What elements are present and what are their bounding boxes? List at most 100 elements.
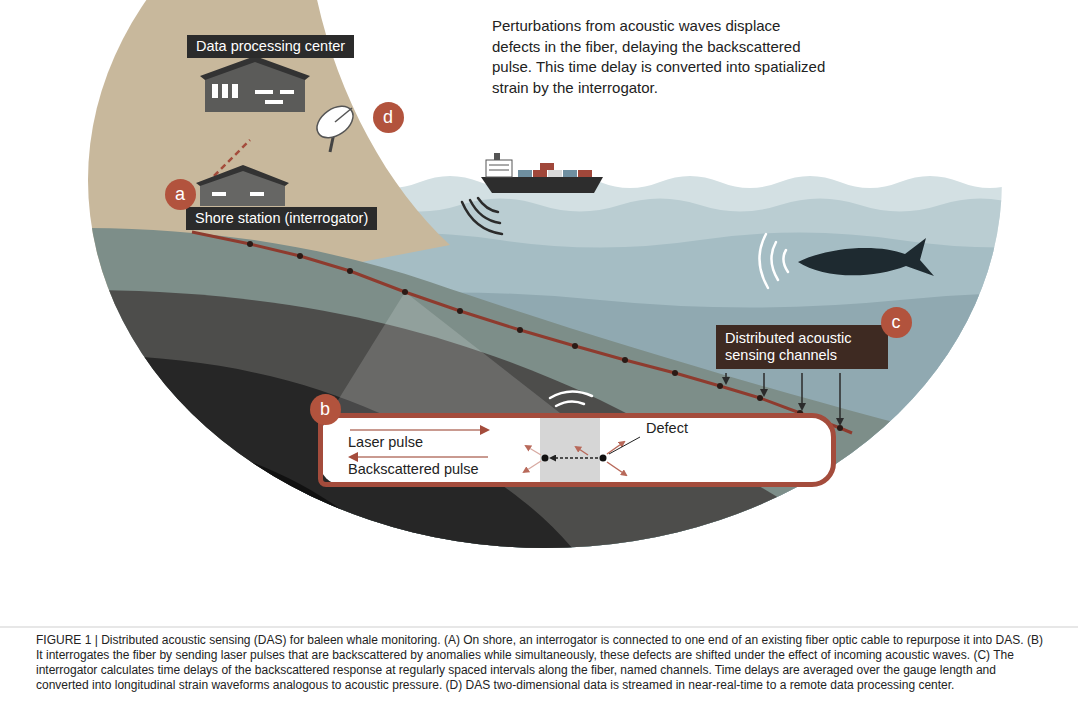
defect-dot: [542, 455, 549, 462]
window: [212, 192, 226, 196]
figure-caption: FIGURE 1 | Distributed acoustic sensing …: [36, 633, 1044, 693]
leader-arrow: [725, 373, 727, 383]
container: [518, 170, 532, 177]
container: [540, 163, 554, 170]
channel-dot: [347, 268, 353, 274]
strain-zone: [540, 418, 600, 482]
container: [533, 170, 547, 177]
caption-rule: [0, 627, 1078, 628]
fiber-sound-waves: [550, 391, 592, 406]
fiber-label: Defect: [646, 420, 688, 437]
sound-arc: [771, 242, 778, 280]
window: [232, 84, 238, 98]
defect-leader: [609, 437, 640, 454]
channel-dot: [717, 383, 723, 389]
sound-arc: [556, 401, 584, 406]
leader-arrow: [763, 373, 765, 395]
whale-sound-waves: [759, 234, 788, 288]
scatter-arrow: [576, 447, 588, 455]
label-text: Shore station (interrogator): [195, 210, 368, 226]
callout-circle: b: [310, 394, 341, 425]
backscatter-arrow: [350, 456, 488, 458]
channel-dot: [247, 241, 253, 247]
defect-dot: [600, 455, 607, 462]
callout-letter: a: [175, 184, 185, 204]
channel-dot: [672, 370, 678, 376]
channel-dot: [757, 395, 763, 401]
callout-circle: c: [881, 307, 912, 338]
container: [578, 170, 592, 177]
callout-letter: c: [892, 312, 901, 332]
displacement-arrow: [551, 457, 598, 458]
channel-dot: [572, 343, 578, 349]
scatter-arrow: [524, 461, 541, 472]
ship-sound-waves: [462, 198, 502, 234]
satellite-dish: [311, 100, 359, 152]
window: [265, 100, 283, 104]
callout-letter: d: [383, 107, 393, 127]
leader-arrow: [801, 373, 803, 409]
fiber-interior: [320, 391, 834, 485]
callout-circle: d: [373, 102, 404, 133]
rock-layer: [60, 290, 900, 620]
building-label: Data processing center: [187, 35, 354, 58]
window: [212, 84, 218, 98]
ship-funnel: [494, 153, 500, 160]
channel-dot: [517, 327, 523, 333]
building-wall: [200, 168, 285, 206]
channel-dot: [402, 289, 408, 295]
fiber-label: Backscattered pulse: [348, 461, 479, 478]
sound-arc: [478, 198, 498, 212]
annotation-text: Perturbations from acoustic waves displa…: [492, 16, 827, 98]
window: [255, 90, 273, 94]
sea-deep: [300, 293, 1078, 621]
rock-layer: [60, 500, 300, 620]
ship-bridge: [486, 160, 512, 177]
sound-arc: [783, 250, 788, 272]
scatter-arrow: [526, 446, 541, 455]
seafloor: [60, 228, 1020, 620]
cutaway-fan: [330, 292, 560, 413]
leader-arrow: [839, 373, 841, 424]
ship-window: [489, 170, 509, 171]
ship-hull: [481, 177, 603, 193]
whale: [798, 238, 934, 276]
channels-label: Distributed acoustic sensing channels: [716, 325, 888, 369]
channel-dot: [837, 425, 843, 431]
fiber-label: Laser pulse: [348, 434, 423, 451]
building-label: Shore station (interrogator): [186, 207, 377, 230]
container: [548, 170, 562, 177]
data-center-building: [200, 56, 310, 112]
window: [250, 192, 264, 196]
sound-arc: [759, 234, 768, 288]
label-text: Distributed acoustic sensing channels: [725, 330, 852, 363]
dish: [311, 100, 359, 144]
scatter-arrow: [607, 462, 626, 475]
laser-arrow: [350, 429, 488, 431]
shore-station-building: [196, 165, 289, 206]
callout-letter: b: [320, 399, 330, 419]
sound-arc: [462, 202, 502, 234]
ship: [481, 153, 603, 193]
scatter-arrow: [607, 442, 624, 454]
building-roof: [200, 56, 310, 80]
container: [563, 170, 577, 177]
channel-dot: [457, 308, 463, 314]
channel-dot: [297, 253, 303, 259]
sound-arc: [550, 391, 592, 398]
building-wall: [205, 58, 305, 112]
window: [280, 90, 294, 94]
dish-feed: [335, 108, 352, 122]
label-text: Data processing center: [196, 38, 345, 54]
window: [222, 84, 228, 98]
fiber-cable: [192, 232, 852, 433]
fiber-cutaway: Laser pulseBackscattered pulse Defect: [318, 413, 836, 487]
fiber-core: [320, 415, 834, 485]
ship-window: [489, 165, 509, 166]
building-roof: [196, 165, 289, 186]
callout-circle: a: [165, 179, 196, 210]
channel-dot: [622, 357, 628, 363]
